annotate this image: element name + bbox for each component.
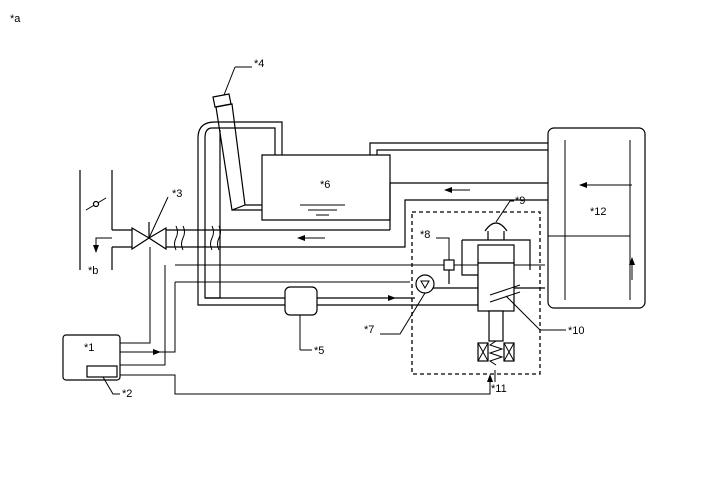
label-1: *1: [84, 342, 94, 354]
label-12: *12: [590, 206, 607, 218]
ecm-sensor-icon: [86, 365, 118, 378]
label-b: *b: [88, 265, 98, 277]
ecm: *1 *2: [62, 247, 493, 400]
label-4: *4: [254, 58, 264, 70]
fuel-tank-assembly: *4 *6: [197, 58, 548, 306]
label-10: *10: [568, 325, 585, 337]
pressure-sensor-icon: [443, 259, 455, 271]
label-7: *7: [364, 324, 374, 336]
filter-icon: [284, 286, 318, 316]
valve-upper-icon: [477, 244, 515, 264]
purge-line: *3: [112, 182, 548, 251]
vane-pump-icon: [415, 274, 435, 294]
figure-corner-label: *a: [10, 13, 21, 25]
valve-stem-icon: [488, 310, 504, 342]
label-9: *9: [515, 195, 525, 207]
canister: *12: [547, 127, 646, 309]
valve-port-icon: [484, 222, 508, 232]
label-6: *6: [320, 179, 330, 191]
label-8: *8: [420, 229, 430, 241]
label-5: *5: [314, 345, 324, 357]
label-2: *2: [122, 388, 132, 400]
valve-lower-icon: [477, 262, 515, 312]
purge-vsv-left-icon: [131, 226, 151, 251]
purge-vsv-right-icon: [147, 226, 167, 251]
throttle-valve-icon: [92, 200, 100, 208]
label-3: *3: [172, 188, 182, 200]
label-11: *11: [491, 383, 507, 395]
fuel-cap-icon: [212, 93, 232, 108]
leak-detection-module: *7 *8 *9 *10 *11: [364, 195, 585, 395]
intake-passage: *b: [79, 170, 113, 277]
